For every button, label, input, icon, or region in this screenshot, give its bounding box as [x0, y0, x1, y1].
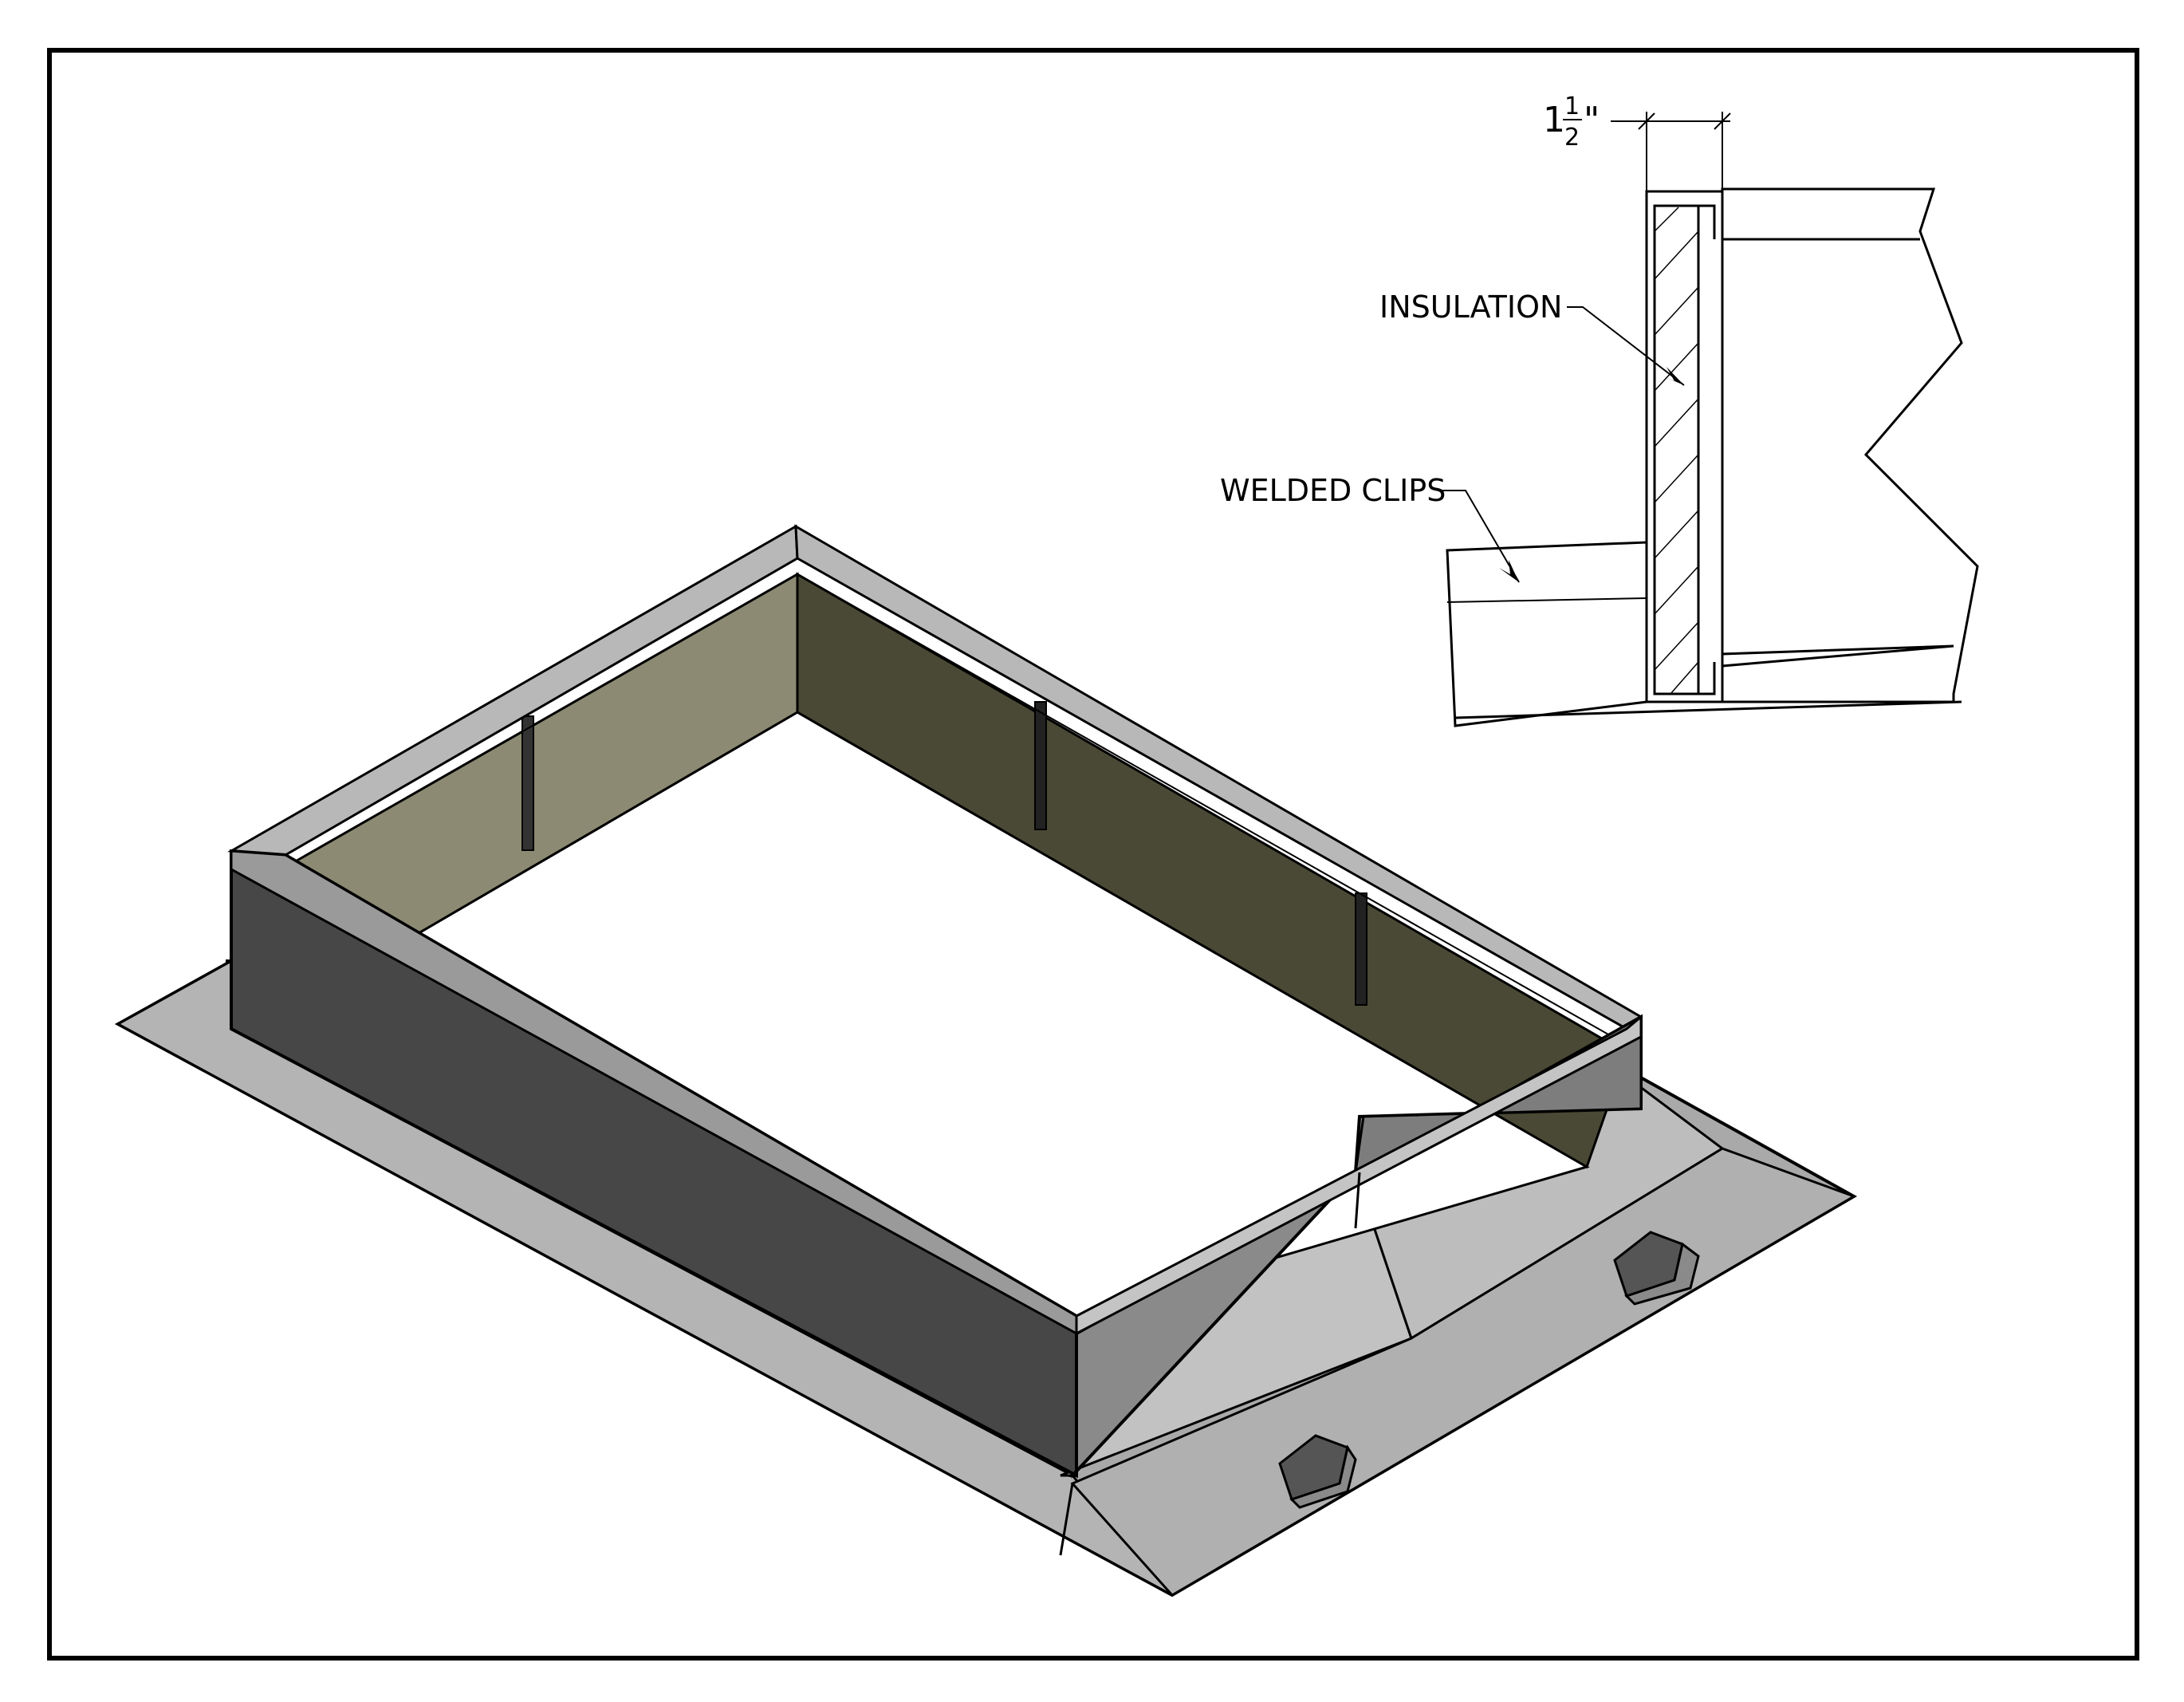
- insulation-leader: [1567, 306, 1685, 386]
- insulation-fill: [1653, 204, 1700, 695]
- welded-clips-leader: [1442, 490, 1520, 583]
- insulation-label: INSULATION: [1379, 290, 1562, 325]
- liner-lip: [1698, 204, 1716, 695]
- clip-2: [1613, 1231, 1700, 1306]
- roof-deck: [1721, 187, 1979, 703]
- isometric-curb: [114, 524, 1858, 1598]
- dim-tick-left: [1638, 112, 1655, 130]
- insulation-arrowhead: [1660, 367, 1684, 385]
- rib-left: [521, 715, 534, 851]
- welded-clip-section: [1446, 541, 1648, 727]
- clip-inner-line: [1446, 597, 1647, 603]
- dimension-whole: 1: [1543, 100, 1565, 140]
- insulation-hatch: [1654, 207, 1699, 695]
- welded-clips-arrowhead: [1499, 560, 1519, 582]
- dimension-unit: ": [1584, 100, 1600, 140]
- clip-1: [1278, 1434, 1357, 1509]
- flange-crease: [1059, 1483, 1074, 1556]
- dimension-denominator: 2: [1564, 124, 1580, 152]
- wall-seam: [1354, 1172, 1361, 1229]
- rim-inner-line-2: [286, 573, 798, 867]
- dim-tick-right: [1714, 112, 1731, 130]
- welded-clips-label: WELDED CLIPS: [1220, 473, 1446, 508]
- rim-inner-line-1: [797, 573, 1627, 1046]
- dimension-numerator: 1: [1564, 93, 1580, 120]
- sheet-border: [47, 48, 2139, 1661]
- insulation-back-wall: [796, 572, 1628, 1169]
- rib-back-1: [1034, 701, 1047, 830]
- rib-back-2: [1355, 892, 1367, 1006]
- clip-base-line: [1454, 700, 1962, 719]
- section-detail: 1 1 2 " INSULATION: [1220, 93, 1979, 727]
